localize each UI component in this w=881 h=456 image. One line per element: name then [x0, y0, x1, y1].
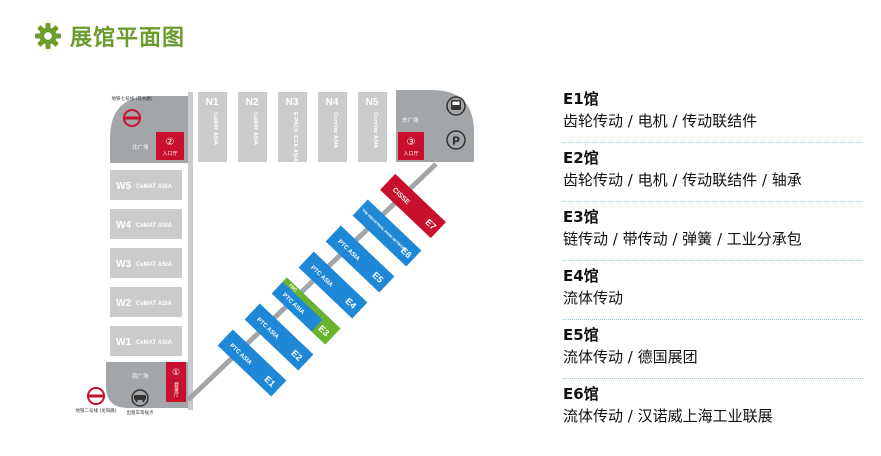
legend-entry-e6: E6馆 流体传动 / 汉诺威上海工业联展	[563, 379, 863, 438]
hall-n4-code: N4	[326, 97, 339, 108]
south-plaza-label: 南广场	[132, 372, 149, 380]
hall-n2[interactable]	[238, 92, 267, 162]
hall-w4-code: W4	[116, 220, 131, 231]
hall-n1-code: N1	[206, 97, 219, 108]
hall-w5-code: W5	[116, 181, 131, 192]
hall-e7[interactable]: CISSE E7	[380, 173, 446, 239]
entrance-1[interactable]: ① 登录厅	[166, 362, 186, 402]
hall-w1[interactable]	[110, 326, 182, 356]
north-plaza-label: 北广场	[132, 143, 149, 151]
hall-e2[interactable]: PTC ASIA E2	[244, 303, 314, 371]
hall-e3[interactable]: FBC PTC ASIA E3	[271, 277, 341, 345]
legend-hall: E3馆	[563, 208, 599, 226]
hall-w3-show: CeMAT ASIA	[136, 262, 173, 268]
taxi-label: 出租车等候点	[127, 409, 154, 416]
legend-desc: 流体传动 / 德国展团	[563, 348, 698, 366]
hall-legend: E1馆 齿轮传动 / 电机 / 传动联结件 E2馆 齿轮传动 / 电机 / 传动…	[563, 84, 863, 438]
hall-w4[interactable]	[110, 209, 182, 239]
legend-desc: 链传动 / 带传动 / 弹簧 / 工业分承包	[563, 230, 802, 248]
hall-n5[interactable]	[358, 92, 387, 162]
hall-n5-code: N5	[366, 97, 379, 108]
hall-n4[interactable]	[318, 92, 347, 162]
svg-text:入口厅: 入口厅	[403, 151, 418, 157]
hall-n2-show: CeMAT ASIA	[252, 112, 258, 145]
metro-south-icon	[87, 387, 105, 405]
svg-text:③: ③	[407, 137, 416, 148]
legend-hall: E2馆	[563, 149, 599, 167]
bus-icon	[446, 96, 466, 116]
hall-w1-show: CeMAT ASIA	[136, 340, 173, 346]
entrance-2[interactable]: ② 入口厅	[156, 132, 184, 160]
legend-entry-e5: E5馆 流体传动 / 德国展团	[563, 320, 863, 379]
svg-text:入口厅: 入口厅	[162, 151, 177, 157]
hall-n3-show: E-PACK ICCE ASIA	[292, 112, 298, 162]
hall-w1-code: W1	[116, 337, 131, 348]
hall-w5-show: CeMAT ASIA	[136, 184, 173, 190]
legend-hall: E6馆	[563, 385, 599, 403]
legend-desc: 流体传动	[563, 289, 624, 307]
legend-hall: E4馆	[563, 267, 599, 285]
east-plaza-label: 东广场	[402, 116, 419, 124]
metro-north-icon	[123, 109, 141, 127]
legend-hall: E5馆	[563, 326, 599, 344]
hall-n1-show: CeMAT ASIA	[212, 112, 218, 145]
legend-entry-e2: E2馆 齿轮传动 / 电机 / 传动联结件 / 轴承	[563, 143, 863, 202]
legend-desc: 齿轮传动 / 电机 / 传动联结件 / 轴承	[563, 171, 802, 189]
svg-text:②: ②	[166, 137, 175, 148]
hall-n3-code: N3	[286, 97, 299, 108]
hall-w5[interactable]	[110, 170, 182, 200]
hall-w4-show: CeMAT ASIA	[136, 223, 173, 229]
hall-w2[interactable]	[110, 287, 182, 317]
hall-w2-code: W2	[116, 298, 131, 309]
legend-desc: 齿轮传动 / 电机 / 传动联结件	[563, 112, 758, 130]
hall-n3[interactable]	[278, 92, 307, 162]
west-halls: W5 W4 W3 W2 W1 CeMAT ASIA CeMAT ASIA CeM…	[110, 170, 182, 356]
gear-icon	[35, 23, 61, 49]
svg-text:P: P	[452, 135, 460, 148]
hall-w3[interactable]	[110, 248, 182, 278]
taxi-icon	[131, 389, 149, 407]
hall-n2-code: N2	[246, 97, 259, 108]
legend-hall: E1馆	[563, 90, 599, 108]
metro-north-label: 地铁七号线 (花木路)	[112, 95, 153, 102]
page-title: 展馆平面图	[70, 26, 186, 51]
entrance-3[interactable]: ③ 入口厅	[398, 132, 424, 160]
north-halls: N1 N2 N3 N4 N5 CeMAT ASIA CeMAT ASIA E-P…	[198, 92, 387, 162]
page-header: 展馆平面图	[34, 20, 185, 52]
legend-desc: 流体传动 / 汉诺威上海工业联展	[563, 407, 773, 425]
hall-n5-show: ComVac ASIA	[372, 112, 378, 148]
venue-map: N1 N2 N3 N4 N5 CeMAT ASIA CeMAT ASIA E-P…	[76, 90, 474, 416]
legend-entry-e4: E4馆 流体传动	[563, 261, 863, 320]
legend-entry-e3: E3馆 链传动 / 带传动 / 弹簧 / 工业分承包	[563, 202, 863, 261]
hall-e5[interactable]: PTC ASIA E5	[325, 225, 395, 293]
hall-e1[interactable]: PTC ASIA E1	[217, 329, 287, 397]
hall-w2-show: CeMAT ASIA	[136, 301, 173, 307]
svg-text:FBC: FBC	[288, 283, 299, 294]
metro-south-label: 地铁二号线 (龙阳路)	[76, 407, 117, 414]
hall-w3-code: W3	[116, 259, 131, 270]
legend-entry-e1: E1馆 齿轮传动 / 电机 / 传动联结件	[563, 84, 863, 143]
hall-n1[interactable]	[198, 92, 227, 162]
hall-e4[interactable]: PTC ASIA E4	[298, 251, 368, 319]
svg-text:登录厅: 登录厅	[173, 381, 179, 397]
hall-n4-show: ComVac ASIA	[332, 112, 338, 148]
parking-icon: P	[446, 130, 466, 150]
svg-text:①: ①	[172, 368, 180, 378]
east-halls: CISSE E7 THE INDUSTRIAL PARK NETWORK E6 …	[217, 173, 446, 397]
